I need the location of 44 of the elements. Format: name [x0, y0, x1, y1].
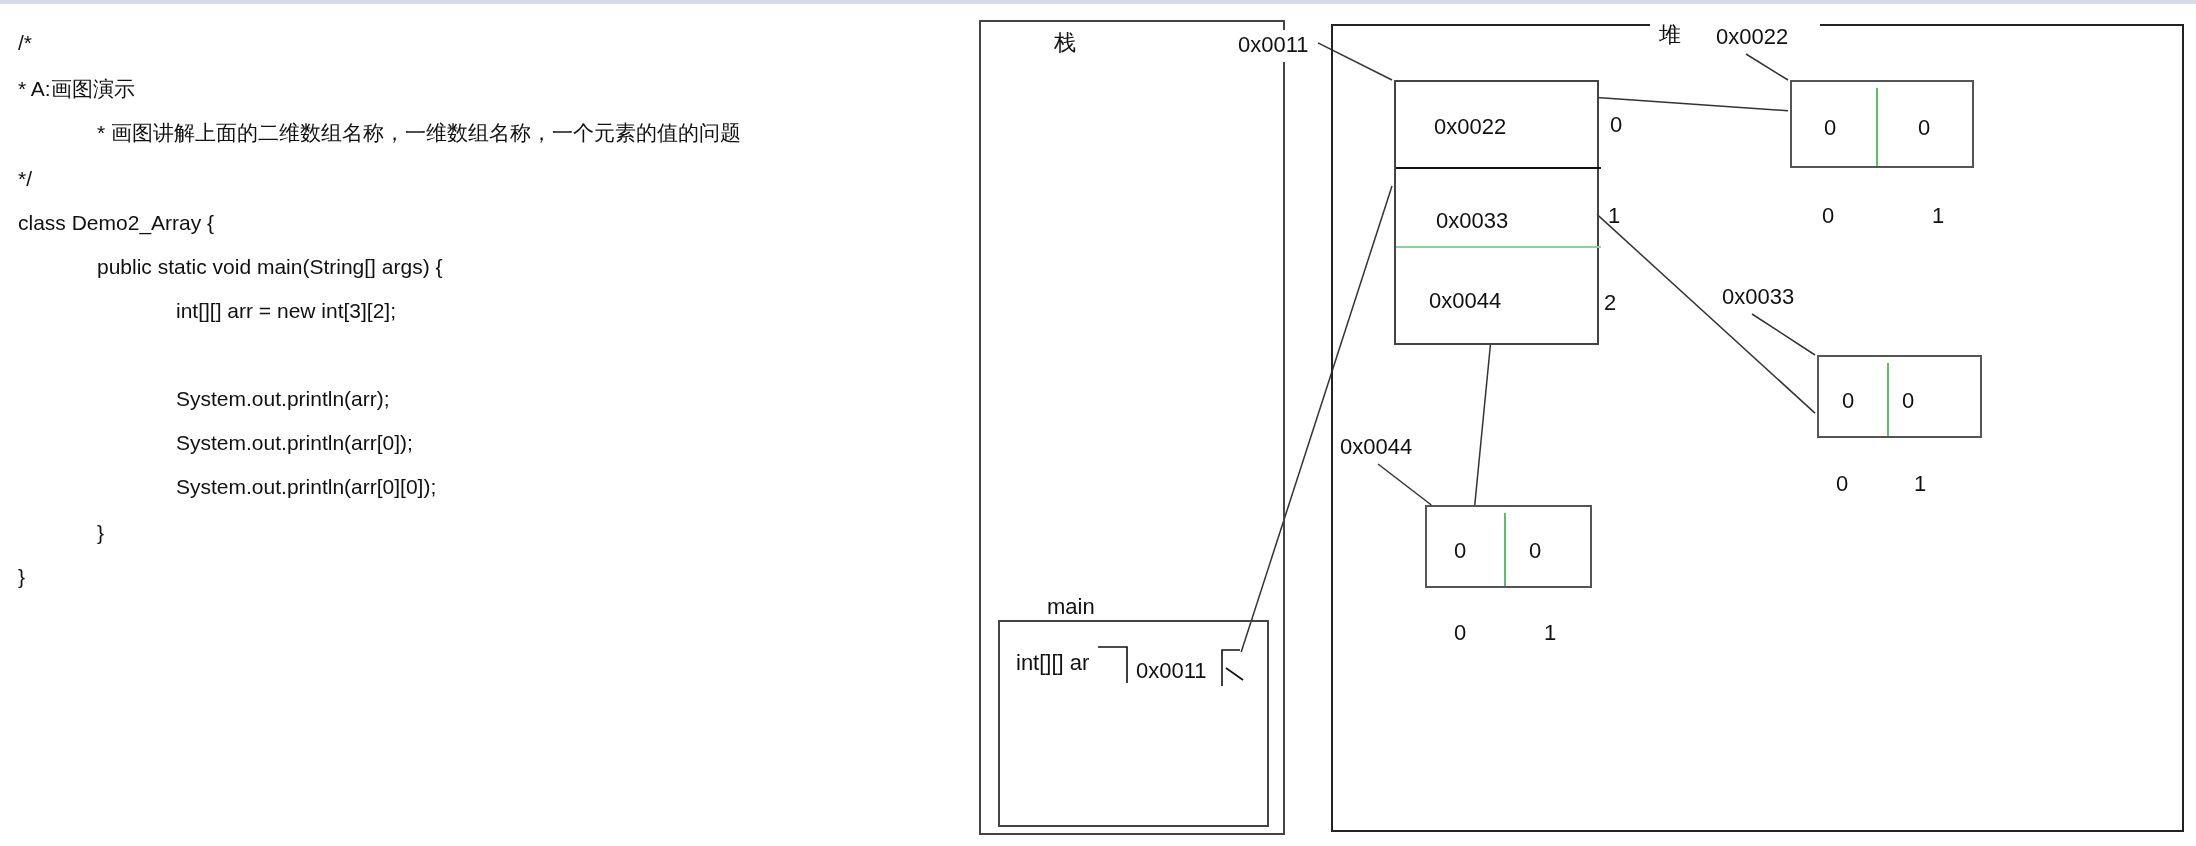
code-line: public static void main(String[] args) { [97, 256, 443, 277]
leader-line [1751, 313, 1816, 356]
index-label: 1 [1914, 473, 1927, 495]
code-line: } [18, 566, 25, 587]
array-value: 0 [1824, 117, 1837, 139]
address-value: 0x0033 [1436, 210, 1509, 232]
code-comment: * A:画图演示 [18, 78, 135, 99]
index-label: 1 [1608, 205, 1621, 227]
code-line: System.out.println(arr[0][0]); [176, 476, 437, 497]
leader-line [1317, 42, 1393, 81]
variable-label: int[][] ar [1016, 652, 1090, 674]
leader-line [1745, 53, 1789, 81]
area-title: 堆 [1659, 24, 1681, 46]
code-comment: * 画图讲解上面的二维数组名称，一维数组名称，一个元素的值的问题 [97, 122, 741, 143]
index-label: 0 [1836, 473, 1849, 495]
code-comment: */ [18, 168, 32, 189]
leader-line [1377, 463, 1433, 506]
index-label: 0 [1454, 622, 1467, 644]
index-label: 0 [1822, 205, 1835, 227]
address-label: 0x0044 [1340, 432, 1413, 464]
code-line: System.out.println(arr[0]); [176, 432, 413, 453]
address-value: 0x0022 [1434, 116, 1507, 138]
code-comment: /* [18, 32, 32, 53]
array-value: 0 [1902, 390, 1915, 412]
area-title: 栈 [1054, 32, 1076, 54]
array-value: 0 [1842, 390, 1855, 412]
address-label: 0x0033 [1722, 282, 1795, 314]
index-label: 0 [1610, 114, 1623, 136]
array-value: 0 [1918, 117, 1931, 139]
array-value: 0 [1529, 540, 1542, 562]
index-label: 1 [1932, 205, 1945, 227]
address-value: 0x0044 [1429, 290, 1502, 312]
frame-label: main [1047, 596, 1095, 618]
address-label: 0x0022 [1716, 22, 1789, 54]
code-line: int[][] arr = new int[3][2]; [176, 300, 397, 321]
code-line: class Demo2_Array { [18, 212, 215, 233]
code-line: System.out.println(arr); [176, 388, 390, 409]
index-label: 2 [1604, 292, 1617, 314]
address-value: 0x0011 [1136, 656, 1207, 688]
array-value: 0 [1454, 540, 1467, 562]
heap-area [1331, 24, 2184, 832]
code-line: } [97, 522, 104, 543]
address-label: 0x0011 [1238, 30, 1309, 62]
index-label: 1 [1544, 622, 1557, 644]
